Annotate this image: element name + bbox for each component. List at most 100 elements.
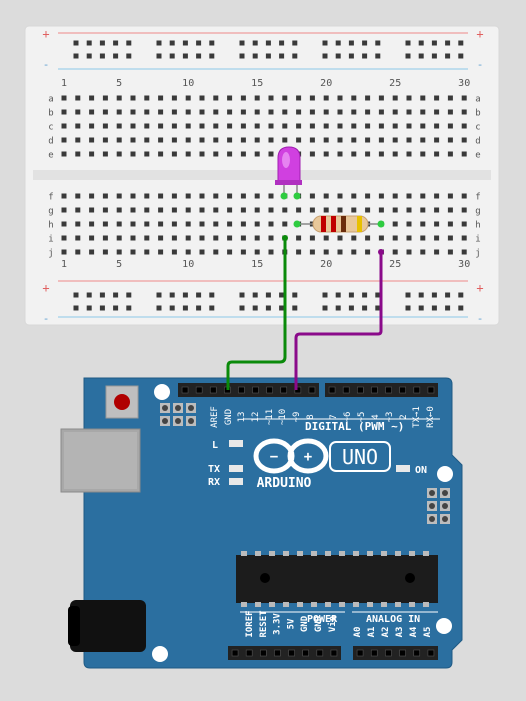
power-header-pin[interactable]: [260, 649, 267, 657]
terminal-hole[interactable]: [309, 249, 315, 255]
terminal-hole[interactable]: [323, 193, 329, 199]
terminal-hole[interactable]: [282, 207, 288, 213]
terminal-hole[interactable]: [89, 123, 95, 129]
rail-hole[interactable]: [265, 305, 271, 311]
terminal-hole[interactable]: [420, 151, 426, 157]
terminal-hole[interactable]: [171, 249, 177, 255]
terminal-hole[interactable]: [185, 137, 191, 143]
terminal-hole[interactable]: [213, 95, 219, 101]
terminal-hole[interactable]: [158, 109, 164, 115]
digital-header-high-pin[interactable]: [195, 386, 203, 394]
rail-hole[interactable]: [292, 305, 298, 311]
terminal-hole[interactable]: [378, 95, 384, 101]
terminal-hole[interactable]: [282, 221, 288, 227]
terminal-hole[interactable]: [130, 249, 136, 255]
terminal-hole[interactable]: [227, 95, 233, 101]
rail-hole[interactable]: [279, 292, 285, 298]
rail-hole[interactable]: [73, 53, 79, 59]
terminal-hole[interactable]: [406, 123, 412, 129]
rail-hole[interactable]: [362, 305, 368, 311]
rail-hole[interactable]: [182, 292, 188, 298]
terminal-hole[interactable]: [392, 137, 398, 143]
terminal-hole[interactable]: [158, 95, 164, 101]
digital-header-high-pin[interactable]: [266, 386, 273, 394]
terminal-hole[interactable]: [213, 207, 219, 213]
terminal-hole[interactable]: [116, 137, 122, 143]
terminal-hole[interactable]: [240, 123, 246, 129]
rail-hole[interactable]: [126, 40, 132, 46]
terminal-hole[interactable]: [61, 123, 67, 129]
rail-hole[interactable]: [348, 40, 354, 46]
terminal-hole[interactable]: [171, 137, 177, 143]
analog-header-pin[interactable]: [399, 649, 406, 657]
terminal-hole[interactable]: [365, 193, 371, 199]
terminal-hole[interactable]: [61, 235, 67, 241]
rail-hole[interactable]: [348, 292, 354, 298]
terminal-hole[interactable]: [420, 235, 426, 241]
rail-hole[interactable]: [322, 292, 328, 298]
terminal-hole[interactable]: [392, 249, 398, 255]
rail-hole[interactable]: [279, 305, 285, 311]
analog-header-pin[interactable]: [427, 649, 435, 657]
terminal-hole[interactable]: [61, 151, 67, 157]
rail-hole[interactable]: [239, 305, 245, 311]
terminal-hole[interactable]: [461, 193, 467, 199]
rail-hole[interactable]: [113, 53, 119, 59]
terminal-hole[interactable]: [447, 151, 453, 157]
terminal-hole[interactable]: [61, 95, 67, 101]
terminal-hole[interactable]: [378, 151, 384, 157]
terminal-hole[interactable]: [461, 137, 467, 143]
terminal-hole[interactable]: [75, 193, 81, 199]
rail-hole[interactable]: [335, 292, 341, 298]
rail-hole[interactable]: [73, 40, 79, 46]
terminal-hole[interactable]: [171, 193, 177, 199]
rail-hole[interactable]: [418, 53, 424, 59]
terminal-hole[interactable]: [434, 151, 440, 157]
terminal-hole[interactable]: [406, 221, 412, 227]
terminal-hole[interactable]: [199, 235, 205, 241]
terminal-hole[interactable]: [130, 207, 136, 213]
terminal-hole[interactable]: [406, 95, 412, 101]
terminal-hole[interactable]: [337, 249, 343, 255]
terminal-hole[interactable]: [61, 207, 67, 213]
terminal-hole[interactable]: [323, 249, 329, 255]
terminal-hole[interactable]: [144, 109, 150, 115]
digital-header-high-pin[interactable]: [181, 386, 189, 394]
terminal-hole[interactable]: [392, 235, 398, 241]
terminal-hole[interactable]: [351, 151, 357, 157]
terminal-hole[interactable]: [171, 151, 177, 157]
rail-hole[interactable]: [196, 305, 202, 311]
rail-hole[interactable]: [335, 53, 341, 59]
terminal-hole[interactable]: [75, 221, 81, 227]
terminal-hole[interactable]: [365, 207, 371, 213]
terminal-hole[interactable]: [254, 249, 260, 255]
terminal-hole[interactable]: [158, 137, 164, 143]
terminal-hole[interactable]: [185, 123, 191, 129]
terminal-hole[interactable]: [378, 109, 384, 115]
terminal-hole[interactable]: [420, 137, 426, 143]
rail-hole[interactable]: [445, 292, 451, 298]
terminal-hole[interactable]: [75, 137, 81, 143]
terminal-hole[interactable]: [75, 123, 81, 129]
terminal-hole[interactable]: [171, 221, 177, 227]
terminal-hole[interactable]: [213, 123, 219, 129]
terminal-hole[interactable]: [268, 151, 274, 157]
terminal-hole[interactable]: [447, 207, 453, 213]
rail-hole[interactable]: [169, 53, 175, 59]
rail-hole[interactable]: [348, 53, 354, 59]
terminal-hole[interactable]: [323, 151, 329, 157]
terminal-hole[interactable]: [130, 137, 136, 143]
rail-hole[interactable]: [196, 53, 202, 59]
analog-header-pin[interactable]: [370, 649, 378, 657]
terminal-hole[interactable]: [365, 95, 371, 101]
rail-hole[interactable]: [73, 292, 79, 298]
terminal-hole[interactable]: [420, 249, 426, 255]
terminal-hole[interactable]: [144, 151, 150, 157]
terminal-hole[interactable]: [434, 123, 440, 129]
terminal-hole[interactable]: [406, 193, 412, 199]
terminal-hole[interactable]: [89, 249, 95, 255]
terminal-hole[interactable]: [392, 193, 398, 199]
terminal-hole[interactable]: [240, 207, 246, 213]
rail-hole[interactable]: [418, 292, 424, 298]
terminal-hole[interactable]: [199, 221, 205, 227]
